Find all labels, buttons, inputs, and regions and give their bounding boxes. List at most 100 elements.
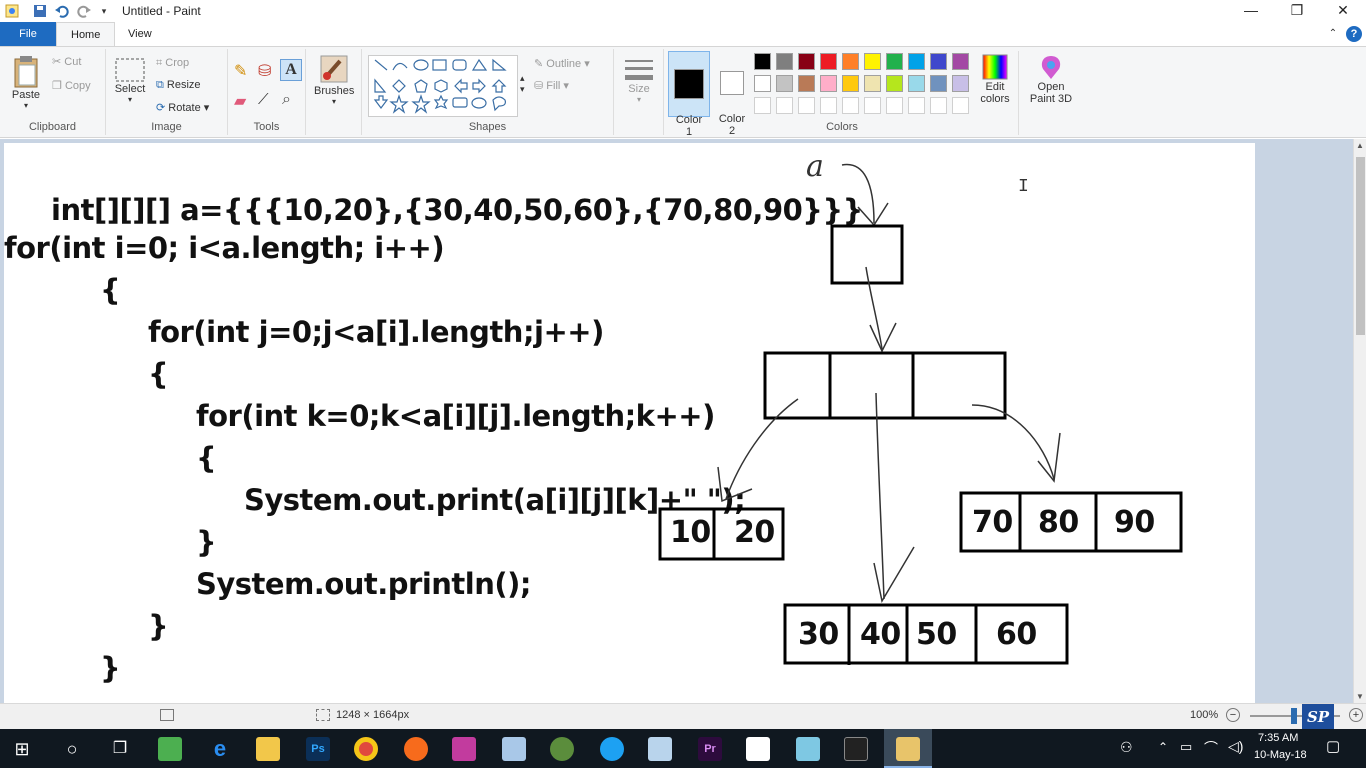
scroll-thumb[interactable] bbox=[1356, 157, 1365, 335]
zoom-slider-thumb[interactable] bbox=[1291, 708, 1297, 724]
brushes-dropdown-icon[interactable]: ▾ bbox=[331, 97, 336, 106]
palette-color-swatch[interactable] bbox=[952, 53, 969, 70]
taskbar-app-icon-2[interactable] bbox=[452, 737, 476, 761]
zoom-in-icon[interactable]: + bbox=[1349, 708, 1363, 722]
tab-file[interactable]: File bbox=[0, 22, 56, 46]
minimize-button[interactable]: — bbox=[1244, 2, 1258, 18]
tab-home[interactable]: Home bbox=[56, 22, 116, 46]
open-paint3d-button[interactable]: Open Paint 3D bbox=[1026, 53, 1076, 105]
shapes-scroll-icon[interactable]: ▴▾ bbox=[520, 73, 525, 94]
palette-color-swatch[interactable] bbox=[820, 75, 837, 92]
cortana-search-icon[interactable]: ○ bbox=[66, 739, 78, 759]
taskbar-app-icon-3[interactable] bbox=[502, 737, 526, 761]
select-button[interactable]: Select ▾ bbox=[112, 57, 148, 104]
eraser-icon[interactable]: ▰ bbox=[234, 93, 247, 110]
scroll-down-icon[interactable]: ▼ bbox=[1356, 692, 1364, 701]
taskbar-app-icon-5[interactable] bbox=[648, 737, 672, 761]
taskbar-app-icon-4[interactable] bbox=[550, 737, 574, 761]
paint-taskbar-button[interactable] bbox=[884, 729, 932, 768]
custom-color-swatch[interactable] bbox=[798, 97, 815, 114]
edge-browser-icon[interactable]: e bbox=[213, 736, 227, 761]
custom-color-swatch[interactable] bbox=[930, 97, 947, 114]
color-picker-icon[interactable]: ⟋ bbox=[258, 91, 269, 108]
collapse-ribbon-icon[interactable]: ⌃ bbox=[1328, 28, 1338, 39]
taskbar-app-icon-1[interactable] bbox=[158, 737, 182, 761]
custom-color-swatch[interactable] bbox=[754, 97, 771, 114]
chrome-icon[interactable] bbox=[354, 737, 378, 761]
clock-time[interactable]: 7:35 AM bbox=[1258, 732, 1299, 744]
shapes-gallery[interactable] bbox=[368, 55, 518, 117]
outline-button[interactable]: ✎ Outline ▾ bbox=[534, 58, 590, 70]
palette-color-swatch[interactable] bbox=[798, 53, 815, 70]
palette-color-swatch[interactable] bbox=[908, 75, 925, 92]
palette-color-swatch[interactable] bbox=[930, 75, 947, 92]
palette-color-swatch[interactable] bbox=[798, 75, 815, 92]
taskbar-app-icon-6[interactable] bbox=[746, 737, 770, 761]
vertical-scrollbar[interactable]: ▲ ▼ bbox=[1353, 139, 1366, 703]
start-button-icon[interactable]: ⊞ bbox=[14, 739, 30, 759]
clock-date[interactable]: 10-May-18 bbox=[1254, 749, 1307, 761]
magnifier-icon[interactable]: ⌕ bbox=[282, 91, 291, 108]
paste-dropdown-icon[interactable]: ▾ bbox=[23, 101, 28, 110]
pencil-icon[interactable]: ✎ bbox=[234, 63, 248, 80]
redo-icon[interactable] bbox=[76, 3, 92, 19]
palette-color-swatch[interactable] bbox=[886, 75, 903, 92]
action-center-icon[interactable]: ▢ bbox=[1326, 738, 1341, 755]
palette-color-swatch[interactable] bbox=[842, 53, 859, 70]
color1-button[interactable]: Color 1 bbox=[668, 51, 710, 138]
copy-button[interactable]: ❐ Copy bbox=[52, 79, 91, 92]
custom-color-swatch[interactable] bbox=[908, 97, 925, 114]
task-view-icon[interactable]: ❐ bbox=[112, 740, 128, 757]
size-button[interactable]: Size ▾ bbox=[620, 57, 658, 104]
custom-color-swatch[interactable] bbox=[952, 97, 969, 114]
drawing-canvas[interactable]: int[][][] a={{{10,20},{30,40,50,60},{70,… bbox=[4, 143, 1255, 703]
restore-button[interactable]: ❐ bbox=[1290, 2, 1304, 18]
scroll-up-icon[interactable]: ▲ bbox=[1356, 141, 1364, 150]
premiere-icon[interactable]: Pr bbox=[698, 737, 722, 761]
photoshop-icon[interactable]: Ps bbox=[306, 737, 330, 761]
text-tool-icon[interactable]: A bbox=[280, 59, 302, 81]
crop-button[interactable]: ⌗ Crop bbox=[156, 57, 189, 70]
palette-color-swatch[interactable] bbox=[930, 53, 947, 70]
palette-color-swatch[interactable] bbox=[864, 53, 881, 70]
custom-color-swatch[interactable] bbox=[886, 97, 903, 114]
palette-color-swatch[interactable] bbox=[776, 53, 793, 70]
resize-button[interactable]: ⧉ Resize bbox=[156, 79, 201, 92]
zoom-out-icon[interactable]: − bbox=[1226, 708, 1240, 722]
palette-color-swatch[interactable] bbox=[886, 53, 903, 70]
custom-color-swatch[interactable] bbox=[842, 97, 859, 114]
custom-color-swatch[interactable] bbox=[776, 97, 793, 114]
palette-color-swatch[interactable] bbox=[820, 53, 837, 70]
palette-color-swatch[interactable] bbox=[754, 75, 771, 92]
command-prompt-icon[interactable] bbox=[844, 737, 868, 761]
paste-button[interactable]: Paste ▾ bbox=[6, 55, 46, 110]
custom-color-swatch[interactable] bbox=[864, 97, 881, 114]
battery-icon[interactable]: ▭ bbox=[1180, 739, 1193, 754]
show-hidden-icons[interactable]: ⌃ bbox=[1158, 740, 1169, 754]
taskbar-app-icon-7[interactable] bbox=[796, 737, 820, 761]
teamviewer-icon[interactable] bbox=[600, 737, 624, 761]
cut-button[interactable]: ✂ Cut bbox=[52, 55, 81, 68]
file-explorer-icon[interactable] bbox=[256, 737, 280, 761]
undo-icon[interactable] bbox=[54, 3, 70, 19]
people-icon[interactable]: ⚇ bbox=[1120, 739, 1133, 755]
brushes-button[interactable]: Brushes ▾ bbox=[314, 53, 354, 106]
customize-toolbar-icon[interactable]: ▾ bbox=[101, 6, 107, 16]
close-button[interactable]: ✕ bbox=[1337, 2, 1349, 18]
palette-color-swatch[interactable] bbox=[776, 75, 793, 92]
firefox-icon[interactable] bbox=[404, 737, 428, 761]
edit-colors-button[interactable]: Edit colors bbox=[976, 53, 1014, 105]
palette-color-swatch[interactable] bbox=[864, 75, 881, 92]
save-icon[interactable] bbox=[32, 3, 48, 19]
select-dropdown-icon[interactable]: ▾ bbox=[127, 95, 132, 104]
help-icon[interactable]: ? bbox=[1346, 26, 1362, 42]
custom-color-swatch[interactable] bbox=[820, 97, 837, 114]
rotate-button[interactable]: ⟳ Rotate ▾ bbox=[156, 102, 210, 114]
palette-color-swatch[interactable] bbox=[754, 53, 771, 70]
color2-button[interactable]: Color 2 bbox=[712, 51, 752, 137]
palette-color-swatch[interactable] bbox=[908, 53, 925, 70]
volume-icon[interactable]: ◁) bbox=[1228, 738, 1244, 754]
palette-color-swatch[interactable] bbox=[952, 75, 969, 92]
fill-bucket-icon[interactable]: ⛁ bbox=[258, 63, 272, 80]
palette-color-swatch[interactable] bbox=[842, 75, 859, 92]
